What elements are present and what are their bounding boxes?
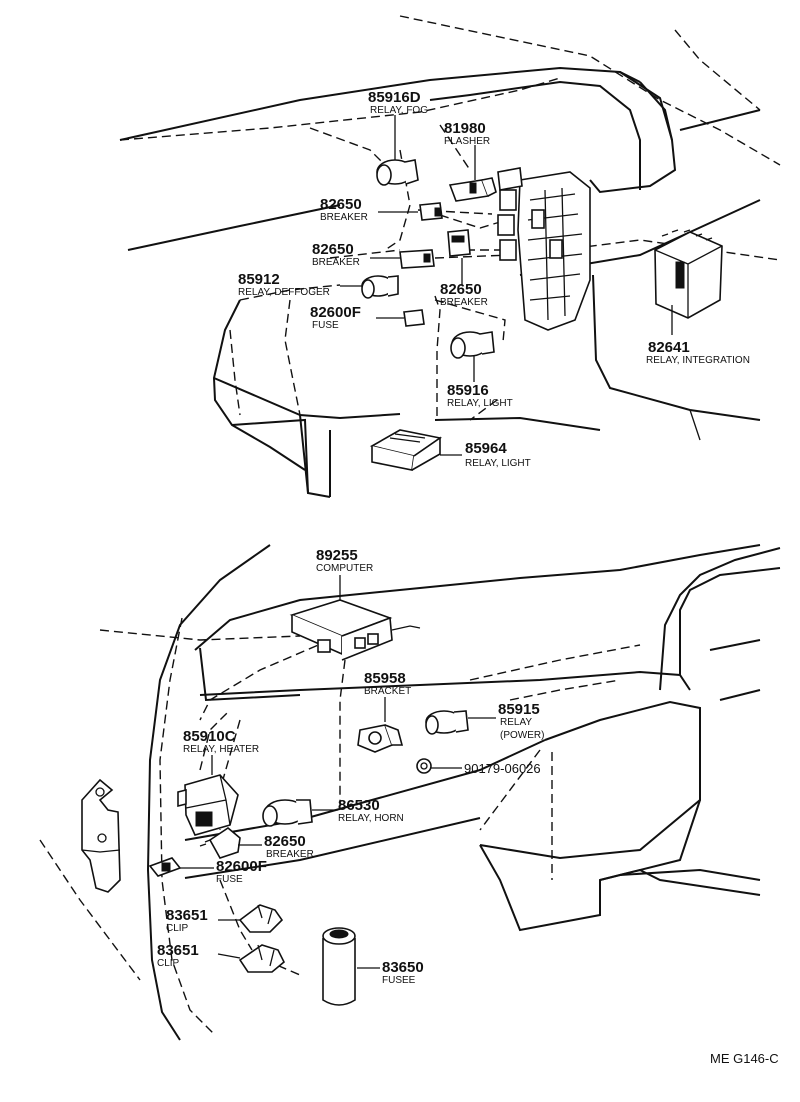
part-label-83650: 83650 FUSEE (382, 959, 424, 986)
part-label-89255: 89255 COMPUTER (316, 547, 373, 574)
upper-dashboard-outline (119, 66, 761, 498)
fuse-lower-drawing (148, 857, 214, 877)
part-number: 82650 (440, 281, 482, 298)
relay-integration-drawing (654, 229, 723, 335)
part-label-85910c: 85910C RELAY, HEATER (183, 728, 259, 755)
part-label-86530: 86530 RELAY, HORN (338, 797, 404, 824)
part-label-82650-c: 82650 BREAKER (440, 281, 488, 308)
part-number: 85964 (465, 440, 507, 457)
relay-fog-drawing (376, 115, 419, 186)
part-label-85958: 85958 BRACKET (364, 670, 411, 697)
breaker-2-drawing (370, 249, 435, 269)
part-number: 82650 (320, 196, 362, 213)
part-number: 85958 (364, 670, 406, 687)
part-name: RELAY, FOG (370, 105, 428, 116)
part-number: 85910C (183, 728, 236, 745)
relay-light-box-drawing (369, 429, 462, 471)
part-name: FUSEE (382, 975, 416, 986)
part-number: 82600F (310, 304, 361, 321)
part-label-85916d: 85916D RELAY, FOG (368, 89, 428, 116)
breaker-1-drawing (378, 202, 443, 221)
part-name: FLASHER (444, 136, 490, 147)
part-label-82600f-b: 82600F FUSE (216, 858, 267, 885)
relay-power-drawing (425, 710, 496, 735)
flasher-drawing (448, 145, 497, 202)
part-number: 85916 (447, 382, 489, 399)
bracket-drawing (357, 697, 404, 753)
part-number: 89255 (316, 547, 358, 564)
relay-light-drawing (450, 331, 495, 382)
part-number: 82650 (312, 241, 354, 258)
part-number: 81980 (444, 120, 486, 137)
upper-dashed-lines (119, 15, 781, 421)
part-name: BREAKER (312, 257, 360, 268)
part-name: RELAY, INTEGRATION (646, 355, 750, 366)
part-label-90179-06026: 90179-06026 (464, 761, 541, 776)
part-name: FUSE (312, 320, 339, 331)
part-name: BREAKER (266, 849, 314, 860)
part-number: 83651 (166, 907, 208, 924)
part-label-82641: 82641 RELAY, INTEGRATION (646, 339, 750, 366)
part-number: 85916D (368, 89, 421, 106)
part-number: 83650 (382, 959, 424, 976)
part-name: RELAY, HORN (338, 813, 404, 824)
part-name: BREAKER (320, 212, 368, 223)
fusee-drawing (322, 927, 380, 1006)
part-number: 85912 (238, 271, 280, 288)
relay-horn-drawing (262, 799, 338, 827)
part-name: CLIP (166, 923, 189, 934)
part-label-83651-b: 83651 CLIP (157, 942, 199, 969)
part-number: 86530 (338, 797, 380, 814)
part-label-82600f-a: 82600F FUSE (310, 304, 361, 331)
hanger-bracket-drawing (81, 778, 121, 893)
breaker-lower-drawing (199, 827, 262, 859)
part-name: BRACKET (364, 686, 411, 697)
figure-code: ME G146-C (710, 1051, 779, 1066)
part-label-85964: 85964 RELAY, LIGHT (465, 440, 531, 469)
part-label-85916: 85916 RELAY, LIGHT (447, 382, 513, 409)
part-name: RELAY, DEFFOGER (238, 287, 330, 298)
part-name: COMPUTER (316, 563, 373, 574)
clip-1-drawing (218, 904, 284, 933)
part-label-85915: 85915 RELAY (POWER) (498, 701, 544, 741)
part-label-82650-d: 82650 BREAKER (264, 833, 314, 860)
clip-2-drawing (217, 944, 285, 973)
part-label-82650-b: 82650 BREAKER (312, 241, 360, 268)
part-name: RELAY (500, 717, 532, 728)
junction-block (497, 167, 591, 331)
part-name: FUSE (216, 874, 243, 885)
part-label-81980: 81980 FLASHER (444, 120, 490, 147)
relay-deffoger-drawing (340, 275, 399, 299)
part-name: RELAY, LIGHT (447, 398, 513, 409)
part-number: 90179-06026 (464, 761, 541, 776)
part-number: 82650 (264, 833, 306, 850)
part-number: 82600F (216, 858, 267, 875)
relay-heater-drawing (177, 755, 239, 836)
part-name: RELAY, HEATER (183, 744, 259, 755)
breaker-3-drawing (447, 229, 471, 285)
part-number: 85915 (498, 701, 540, 718)
part-name: RELAY, LIGHT (465, 458, 531, 469)
computer-drawing (289, 575, 421, 661)
part-label-82650-a: 82650 BREAKER (320, 196, 368, 223)
part-label-83651-a: 83651 CLIP (166, 907, 208, 934)
part-label-85912: 85912 RELAY, DEFFOGER (238, 271, 330, 298)
part-name-line-2: (POWER) (500, 730, 544, 741)
part-number: 83651 (157, 942, 199, 959)
fuse-1-drawing (376, 309, 425, 327)
part-name: CLIP (157, 958, 180, 969)
lower-dashboard-outline (146, 544, 781, 1041)
part-name: BREAKER (440, 297, 488, 308)
nut-drawing (416, 758, 462, 774)
part-number: 82641 (648, 339, 690, 356)
lower-dashed-lines (39, 617, 641, 1036)
